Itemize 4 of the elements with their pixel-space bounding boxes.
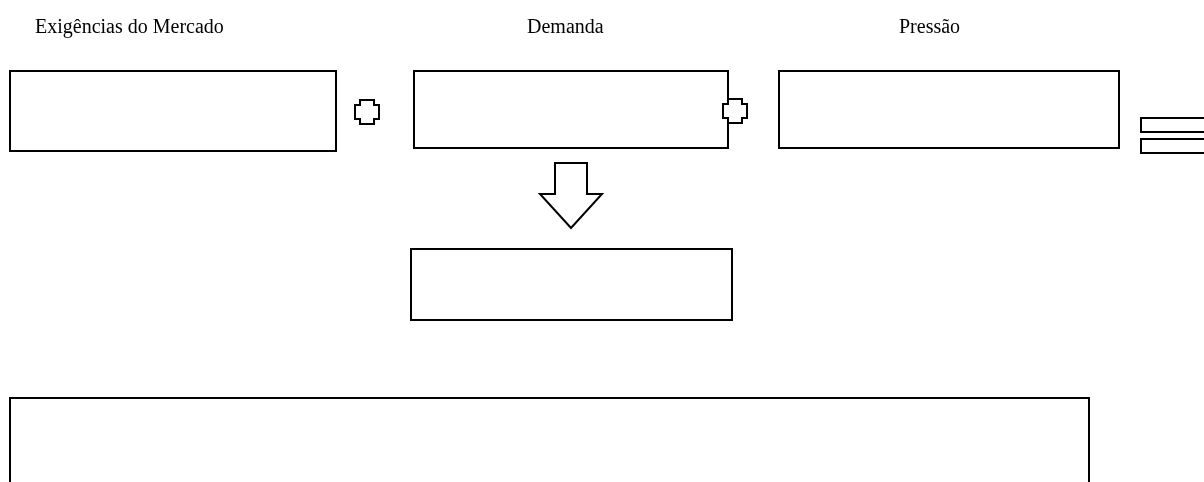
box-heading: Demanda [527, 14, 604, 38]
box-heading: Pressão [899, 14, 961, 38]
block-arrow [537, 162, 605, 230]
box-heading: Exigências do Mercado [35, 14, 224, 38]
